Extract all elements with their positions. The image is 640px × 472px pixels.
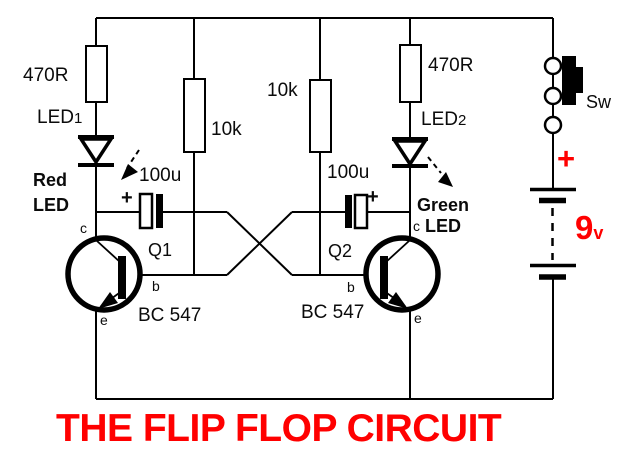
resistor-470r-right-label: 470R bbox=[428, 55, 474, 76]
q1-body-circle bbox=[65, 235, 143, 313]
q1-collector-line bbox=[96, 240, 121, 263]
q1-part-label: BC 547 bbox=[138, 305, 202, 326]
q2-collector-line bbox=[385, 240, 410, 263]
q1-pin-e-label: e bbox=[100, 312, 108, 328]
cap1-negative-plate bbox=[156, 194, 163, 228]
q2-pin-e-label: e bbox=[414, 310, 422, 326]
resistor-470r-right-symbol bbox=[399, 44, 422, 103]
q2-ref-label: Q2 bbox=[328, 241, 353, 261]
led2-triangle bbox=[391, 139, 429, 168]
q2-base-bar bbox=[380, 256, 388, 299]
cap1-positive-plate bbox=[138, 192, 154, 230]
cap2-positive-plate bbox=[353, 193, 369, 230]
switch-contact-1 bbox=[543, 56, 563, 76]
resistor-10k-left-label: 10k bbox=[211, 119, 242, 140]
led2-light-arrow-shaft bbox=[427, 156, 442, 174]
cap2-value-label: 100u bbox=[327, 162, 370, 183]
q2-pin-b-label: b bbox=[347, 279, 355, 295]
cap2-polarity-label: + bbox=[367, 186, 379, 208]
q1-ref-label: Q1 bbox=[148, 240, 173, 260]
led1-color-label-line1: Red bbox=[33, 170, 68, 190]
cap2-negative-plate bbox=[345, 195, 352, 228]
led1-triangle bbox=[77, 137, 115, 166]
resistor-10k-right-symbol bbox=[309, 79, 332, 153]
led1-color-label-line2: LED bbox=[33, 195, 69, 215]
led2-color-label-line1: Green bbox=[417, 195, 470, 215]
battery-voltage-label: 9v bbox=[575, 209, 604, 246]
q1-pin-c-label: c bbox=[80, 220, 87, 236]
page-title: THE FLIP FLOP CIRCUIT bbox=[56, 407, 502, 450]
resistor-470r-left-label: 470R bbox=[23, 65, 69, 86]
switch-label: Sw bbox=[586, 92, 612, 112]
led2-color-label-line2: LED bbox=[425, 216, 461, 236]
q1-emitter-arrow bbox=[98, 292, 118, 309]
switch-plunger-nub bbox=[576, 67, 583, 93]
q2-part-label: BC 547 bbox=[301, 302, 365, 323]
led2-label: LED2 bbox=[421, 109, 467, 130]
led1-light-arrow-head bbox=[121, 164, 138, 180]
q1-pin-b-label: b bbox=[152, 278, 160, 294]
led1-label: LED1 bbox=[37, 107, 83, 128]
q2-body-circle bbox=[363, 235, 441, 313]
cap1-polarity-label: + bbox=[121, 187, 133, 209]
q1-base-bar bbox=[118, 256, 126, 299]
switch-contact-3 bbox=[543, 115, 563, 135]
resistor-10k-right-label: 10k bbox=[267, 80, 298, 101]
cap1-value-label: 100u bbox=[139, 165, 182, 186]
battery-plus-label: + bbox=[557, 141, 576, 176]
q2-pin-c-label: c bbox=[413, 218, 420, 234]
resistor-10k-left-symbol bbox=[183, 78, 206, 153]
led2-light-arrow-head bbox=[438, 172, 453, 187]
switch-contact-2 bbox=[543, 86, 563, 106]
resistor-470r-left-symbol bbox=[85, 45, 108, 103]
q2-emitter-arrow bbox=[388, 292, 408, 309]
switch-plunger bbox=[562, 56, 576, 105]
cross-wire-base1-to-collector2 bbox=[226, 211, 293, 276]
